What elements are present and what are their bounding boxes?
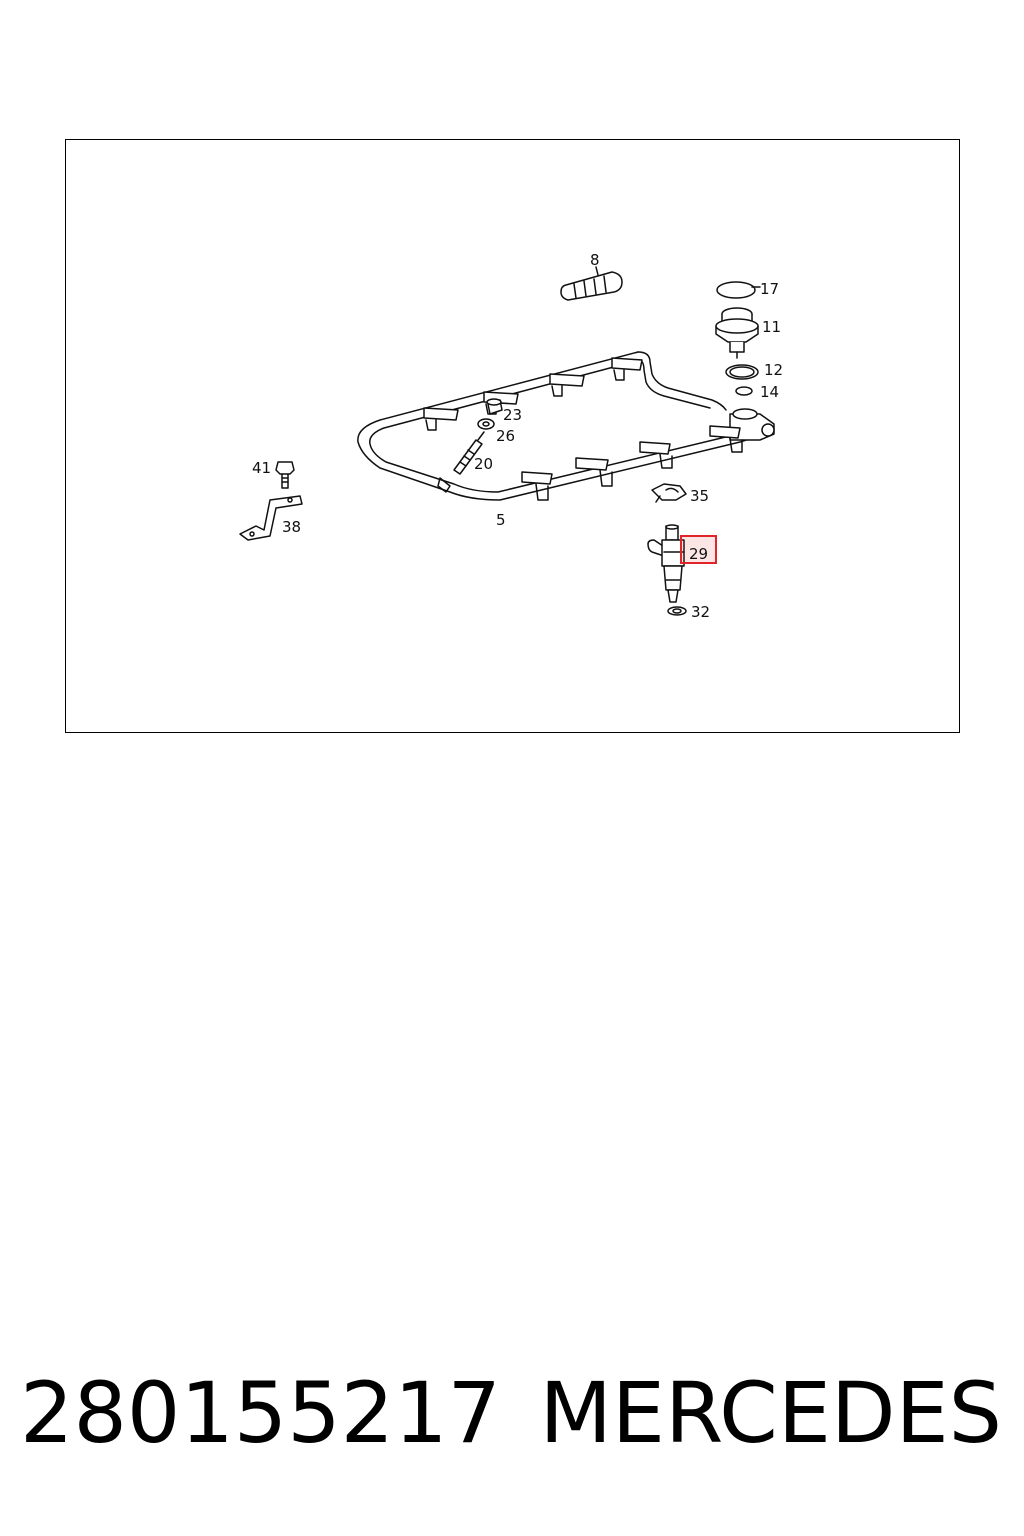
part-20-valve[interactable] <box>453 431 485 475</box>
callout-11[interactable]: 11 <box>762 318 781 336</box>
part-32-seal[interactable] <box>667 606 687 616</box>
callout-41[interactable]: 41 <box>252 459 271 477</box>
callout-20[interactable]: 20 <box>474 455 493 473</box>
part-14-seal[interactable] <box>735 386 753 396</box>
part-38-bracket[interactable] <box>239 495 303 541</box>
callout-8[interactable]: 8 <box>590 251 600 269</box>
part-number: 280155217 <box>20 1364 501 1462</box>
callout-26[interactable]: 26 <box>496 427 515 445</box>
part-26-washer[interactable] <box>477 418 495 430</box>
callout-23[interactable]: 23 <box>503 406 522 424</box>
part-41-bolt[interactable] <box>275 461 295 489</box>
part-5-fuel-rail[interactable] <box>357 351 775 501</box>
callout-29[interactable]: 29 <box>689 545 708 563</box>
part-11-pressure-regulator[interactable] <box>715 307 759 359</box>
callout-5[interactable]: 5 <box>496 511 506 529</box>
brand-name: MERCEDES <box>539 1364 1002 1462</box>
callout-35[interactable]: 35 <box>690 487 709 505</box>
part-35-clip[interactable] <box>651 483 687 503</box>
part-23-cap[interactable] <box>486 398 503 415</box>
part-29-injector[interactable] <box>647 524 685 603</box>
part-8-filter[interactable] <box>560 266 623 301</box>
callout-38[interactable]: 38 <box>282 518 301 536</box>
highlight-box-29 <box>680 535 717 564</box>
callout-14[interactable]: 14 <box>760 383 779 401</box>
callout-12[interactable]: 12 <box>764 361 783 379</box>
callout-17[interactable]: 17 <box>760 280 779 298</box>
callout-32[interactable]: 32 <box>691 603 710 621</box>
footer: 280155217 MERCEDES <box>0 1358 1024 1468</box>
diagram-frame <box>65 139 960 733</box>
part-12-o-ring[interactable] <box>725 364 759 380</box>
part-17-circlip[interactable] <box>716 281 761 299</box>
